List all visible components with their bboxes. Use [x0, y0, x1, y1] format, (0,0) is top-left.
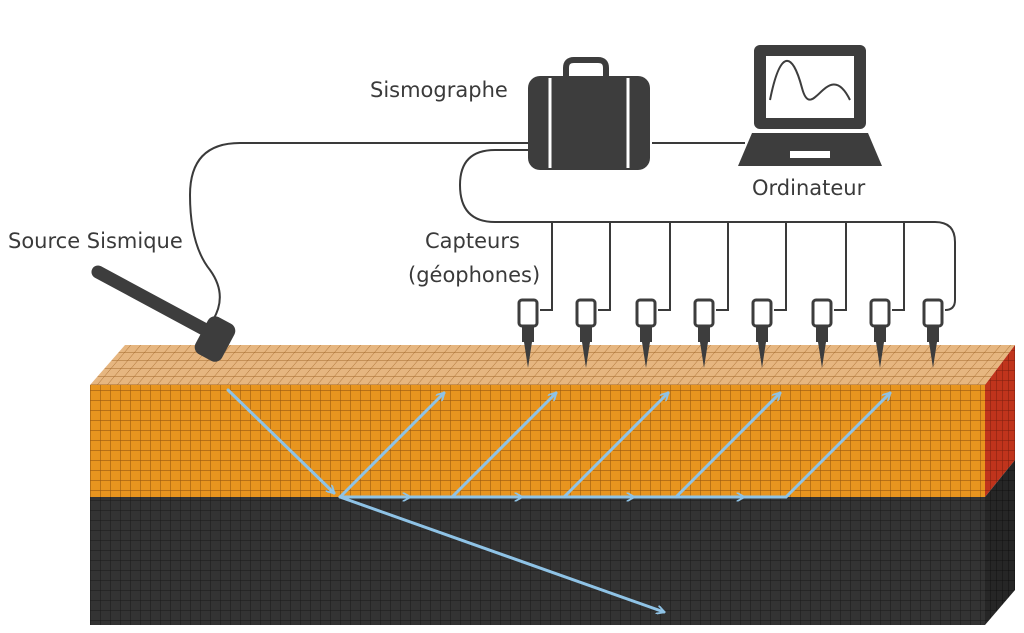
- geophone-drop-3: [658, 222, 671, 311]
- ordinateur-label: Ordinateur: [752, 176, 866, 200]
- head-wave-2: [450, 391, 558, 499]
- top-surface: [90, 345, 1015, 385]
- geophone-drop-7: [892, 222, 905, 311]
- laptop-touchpad: [790, 151, 830, 158]
- ground-block: [90, 345, 1015, 625]
- geophone-drop-4: [716, 222, 729, 311]
- briefcase-icon: [528, 57, 650, 170]
- lower-layer: [90, 497, 985, 625]
- geophone-icon: [517, 298, 539, 368]
- laptop-waveform: [769, 59, 851, 101]
- laptop-icon: [738, 45, 882, 166]
- cables: [188, 142, 956, 321]
- briefcase-handle: [563, 57, 609, 78]
- head-wave-5: [784, 391, 892, 499]
- capteurs-label: Capteurs: [425, 229, 520, 253]
- geophone-icon: [869, 298, 891, 368]
- right-face-upper: [985, 345, 1015, 497]
- laptop-base: [738, 133, 882, 166]
- sismographe-label: Sismographe: [370, 78, 508, 102]
- transmitted-ray: [338, 495, 664, 612]
- geophones: [517, 298, 944, 368]
- head-wave-1: [338, 391, 446, 499]
- head-wave-4: [674, 391, 782, 499]
- source-label: Source Sismique: [8, 229, 183, 253]
- geophone-drop-1: [540, 222, 553, 311]
- geophone-drop-5: [774, 222, 787, 311]
- upper-layer: [90, 385, 985, 497]
- briefcase-body: [528, 76, 650, 170]
- hammer-handle: [91, 265, 222, 342]
- source-cable: [188, 142, 528, 321]
- incident-ray: [226, 388, 336, 495]
- head-wave-3: [562, 391, 670, 499]
- geophone-icon: [693, 298, 715, 368]
- geophone-icon: [811, 298, 833, 368]
- geophone-icon: [751, 298, 773, 368]
- geophone-drop-6: [834, 222, 847, 311]
- geophone-icon: [575, 298, 597, 368]
- geophone-icon: [922, 298, 944, 368]
- geophone-icon: [635, 298, 657, 368]
- hammer-icon: [91, 265, 236, 362]
- seismic-rays: [226, 388, 892, 612]
- geophones-label: (géophones): [408, 263, 541, 287]
- geophone-drop-2: [598, 222, 611, 311]
- geophone-trunk-cable: [458, 149, 956, 311]
- right-face-lower: [985, 460, 1015, 625]
- hammer-head: [194, 316, 236, 362]
